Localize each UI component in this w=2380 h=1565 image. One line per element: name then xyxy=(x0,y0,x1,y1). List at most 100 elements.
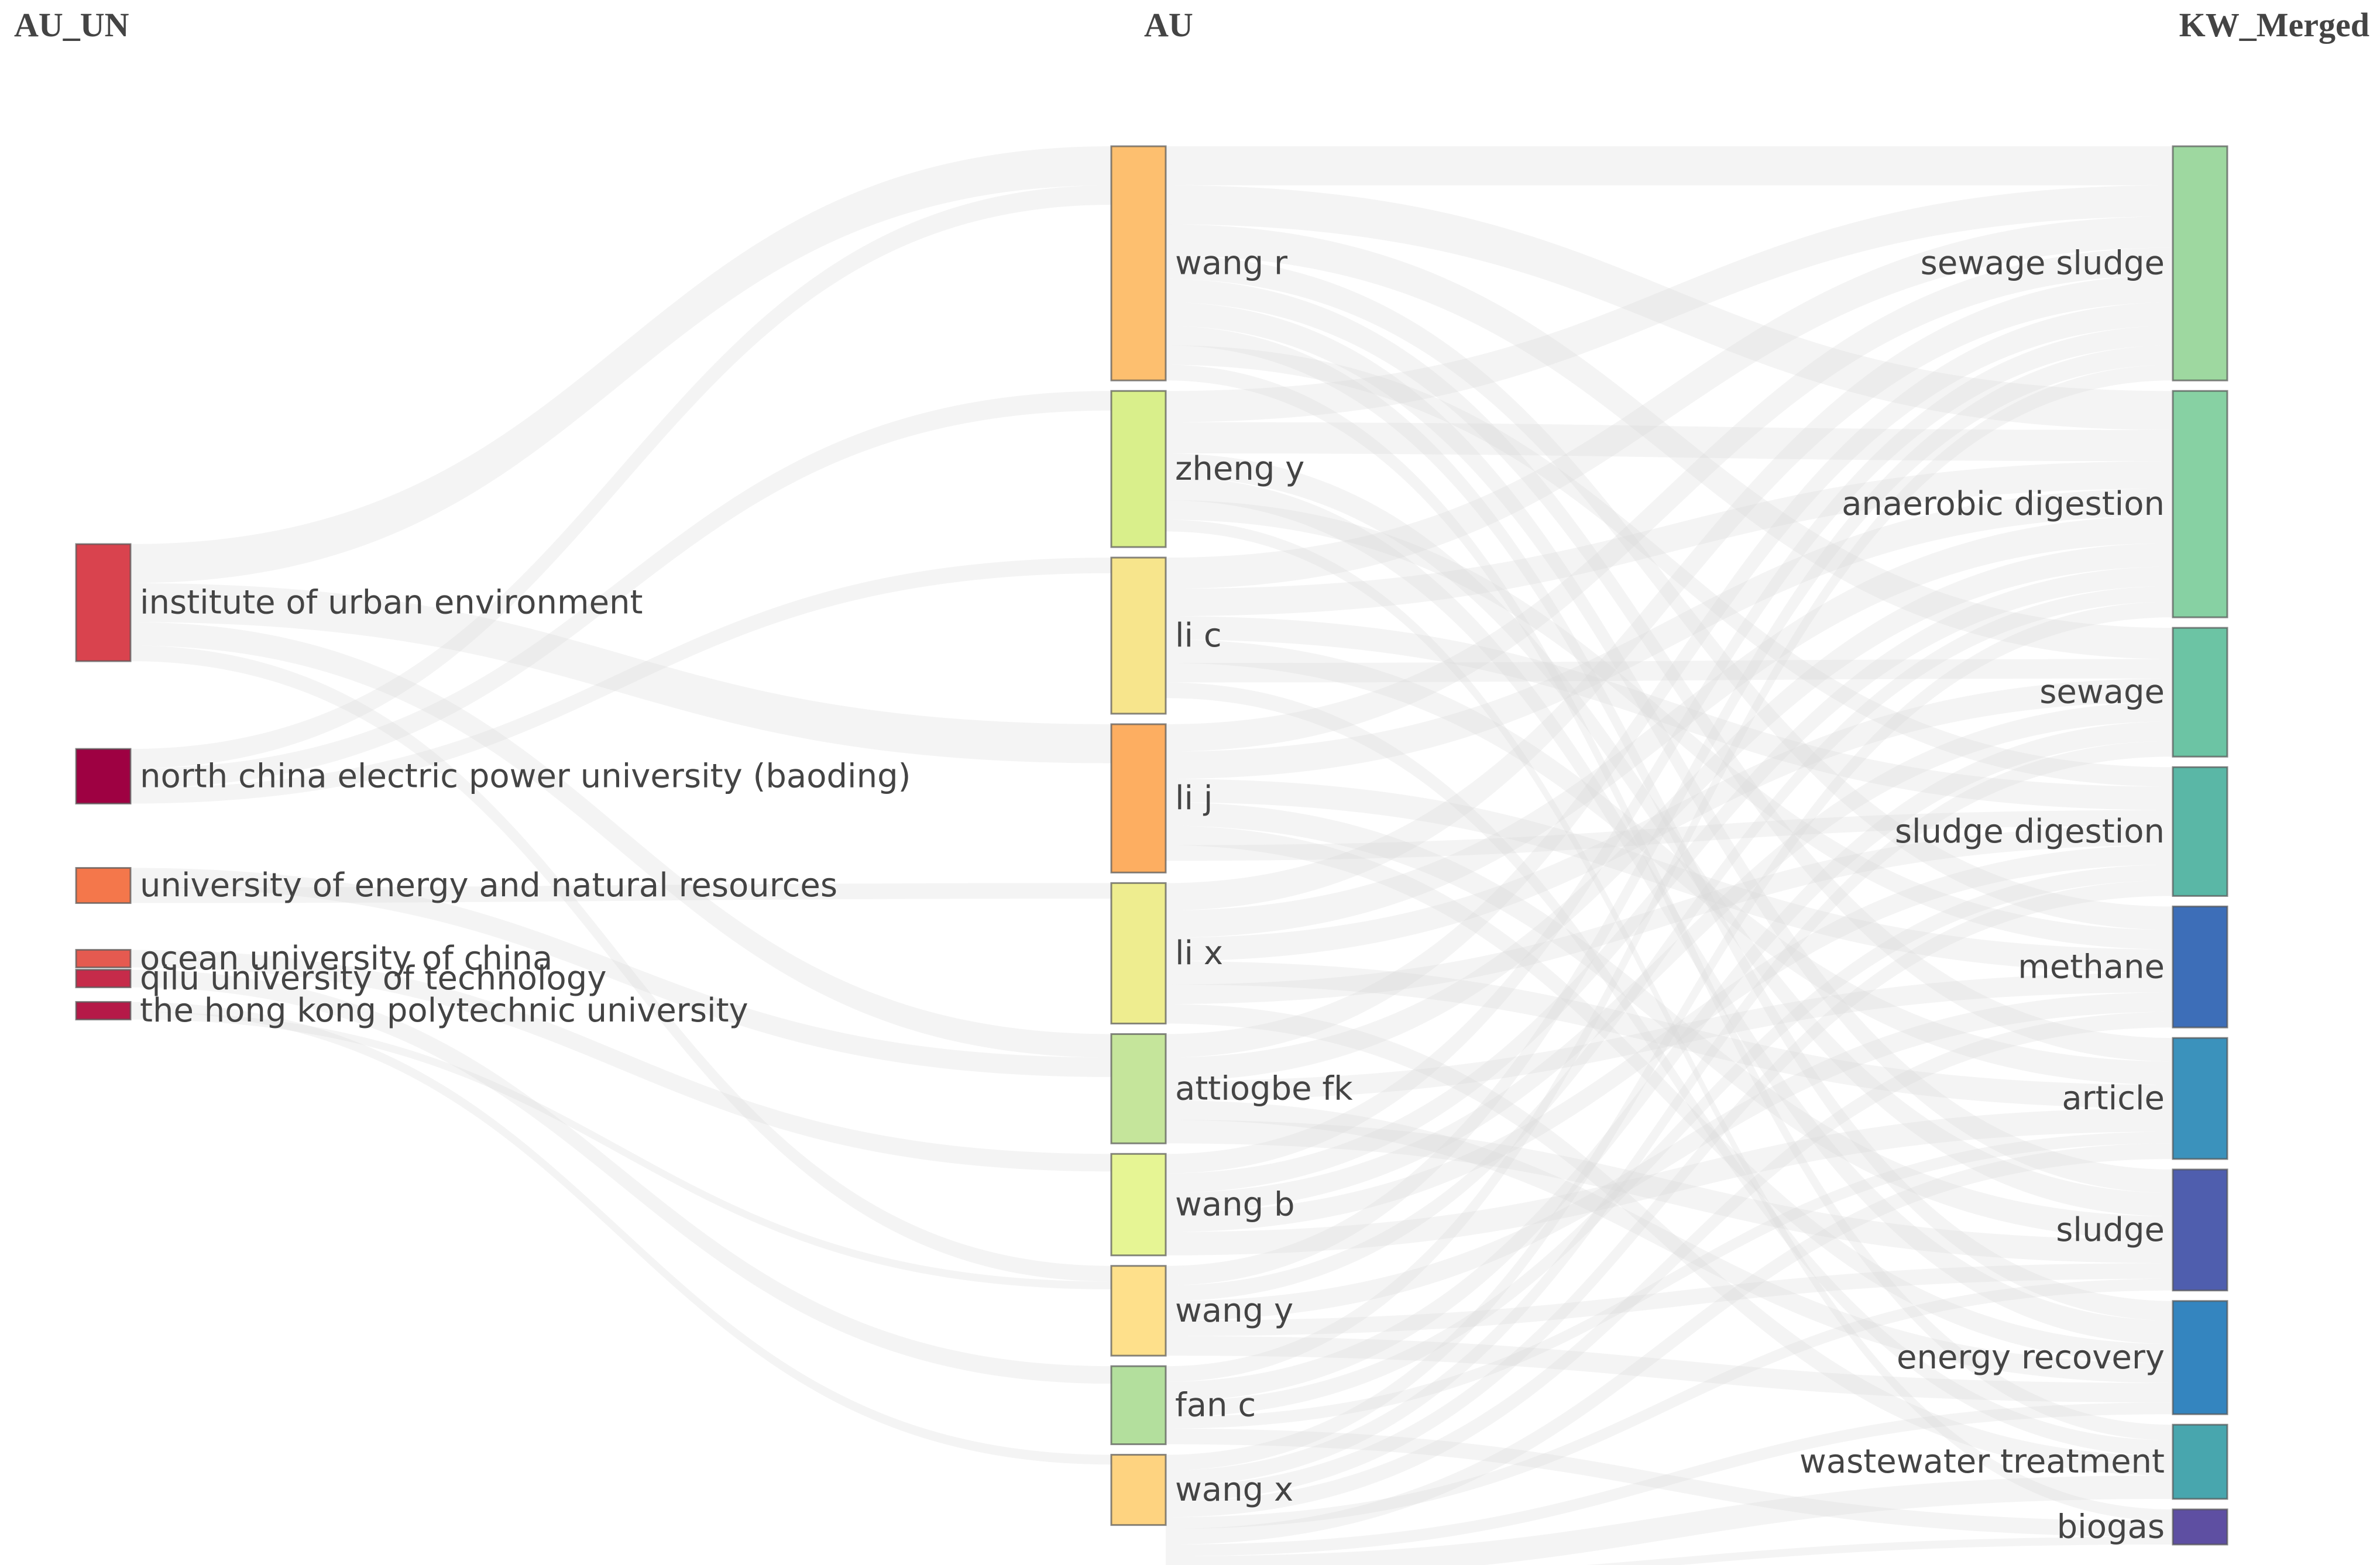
link-north-china-electric-power-university-baoding-to-zheng-y[interactable] xyxy=(130,391,1111,788)
link-wang-b-to-article[interactable] xyxy=(1166,1108,2173,1256)
link-north-china-electric-power-university-baoding-to-li-c[interactable] xyxy=(130,558,1111,804)
node-sludge[interactable] xyxy=(2172,1168,2228,1292)
link-wang-x-to-sewage[interactable] xyxy=(1166,741,2173,1486)
node-qilu-university-of-technology[interactable] xyxy=(75,969,132,989)
node-institute-of-urban-environment[interactable] xyxy=(75,543,132,662)
node-energy-recovery[interactable] xyxy=(2172,1300,2228,1415)
link-wang-b-to-anaerobic-digestion[interactable] xyxy=(1166,566,2173,1193)
node-wang-x[interactable] xyxy=(1110,1454,1167,1526)
link-the-hong-kong-polytechnic-university-to-wang-y[interactable] xyxy=(130,1012,1111,1289)
node-attiogbe-fk[interactable] xyxy=(1110,1033,1167,1144)
link-fan-c-to-sludge-digestion[interactable] xyxy=(1166,865,2173,1417)
node-university-of-energy-and-natural-resources[interactable] xyxy=(75,867,132,904)
link-wang-x-to-sludge-digestion[interactable] xyxy=(1166,880,2173,1502)
node-wang-b[interactable] xyxy=(1110,1153,1167,1257)
link-wang-b-to-sewage[interactable] xyxy=(1166,701,2173,1213)
link-the-hong-kong-polytechnic-university-to-wang-x[interactable] xyxy=(130,1002,1111,1465)
link-wang-x-to-methane[interactable] xyxy=(1166,1012,2173,1518)
link-attiogbe-fk-to-energy-recovery[interactable] xyxy=(1166,1100,2173,1383)
link-li-x-to-sludge-digestion[interactable] xyxy=(1166,826,2173,1005)
link-wang-r-to-energy-recovery[interactable] xyxy=(1166,325,2173,1321)
link-zheng-y-to-methane[interactable] xyxy=(1166,500,2173,950)
node-zheng-y[interactable] xyxy=(1110,390,1167,548)
node-anaerobic-digestion[interactable] xyxy=(2172,390,2228,618)
link-attiogbe-fk-to-anaerobic-digestion[interactable] xyxy=(1166,543,2173,1081)
link-li-x-to-sewage-sludge[interactable] xyxy=(1166,275,2173,911)
link-zheng-y-to-anaerobic-digestion[interactable] xyxy=(1166,422,2173,462)
link-wang-r-to-sludge-digestion[interactable] xyxy=(1166,345,2173,787)
link-fan-c-to-sewage[interactable] xyxy=(1166,721,2173,1402)
link-fan-c-to-biogas[interactable] xyxy=(1166,1428,2173,1537)
link-li-c-to-sewage[interactable] xyxy=(1166,659,2173,683)
link-wang-b-to-sewage-sludge[interactable] xyxy=(1166,325,2173,1174)
link-institute-of-urban-environment-to-wang-y[interactable] xyxy=(130,645,1111,1282)
link-wang-r-to-anaerobic-digestion[interactable] xyxy=(1166,185,2173,430)
node-sewage-sludge[interactable] xyxy=(2172,145,2228,381)
link-wang-x-to-anaerobic-digestion[interactable] xyxy=(1166,601,2173,1471)
node-north-china-electric-power-university-baoding[interactable] xyxy=(75,748,132,805)
link-wang-x-to-wastewater-treatment[interactable] xyxy=(1166,1475,2173,1565)
link-qilu-university-of-technology-to-fan-c[interactable] xyxy=(130,969,1111,1384)
link-wang-r-to-methane[interactable] xyxy=(1166,255,2173,930)
link-fan-c-to-article[interactable] xyxy=(1166,1131,2173,1429)
node-wastewater-treatment[interactable] xyxy=(2172,1423,2228,1500)
link-wang-r-to-wastewater-treatment[interactable] xyxy=(1166,364,2173,1440)
node-li-x[interactable] xyxy=(1110,882,1167,1025)
node-sewage[interactable] xyxy=(2172,627,2228,758)
link-li-c-to-sewage-sludge[interactable] xyxy=(1166,216,2173,589)
link-wang-y-to-methane[interactable] xyxy=(1166,992,2173,1321)
link-attiogbe-fk-to-sewage-sludge[interactable] xyxy=(1166,302,2173,1058)
link-wang-r-to-sewage-sludge[interactable] xyxy=(1166,146,2173,185)
link-zheng-y-to-energy-recovery[interactable] xyxy=(1166,476,2173,1344)
link-li-j-to-sludge-digestion[interactable] xyxy=(1166,810,2173,861)
link-li-c-to-sludge-digestion[interactable] xyxy=(1166,616,2173,810)
link-li-x-to-article[interactable] xyxy=(1166,961,2173,1109)
link-attiogbe-fk-to-sludge[interactable] xyxy=(1166,1120,2173,1264)
link-institute-of-urban-environment-to-li-j[interactable] xyxy=(130,583,1111,763)
link-zheng-y-to-biogas[interactable] xyxy=(1166,520,2173,1521)
link-wang-y-to-anaerobic-digestion[interactable] xyxy=(1166,586,2173,1301)
node-li-j[interactable] xyxy=(1110,723,1167,873)
link-li-j-to-methane[interactable] xyxy=(1166,779,2173,973)
link-wang-y-to-energy-recovery[interactable] xyxy=(1166,1336,2173,1403)
link-wang-r-to-article[interactable] xyxy=(1166,278,2173,1062)
link-wang-x-to-article[interactable] xyxy=(1166,1143,2173,1545)
link-li-x-to-sewage[interactable] xyxy=(1166,678,2173,961)
link-li-x-to-wastewater-treatment[interactable] xyxy=(1166,1004,2173,1475)
node-the-hong-kong-polytechnic-university[interactable] xyxy=(75,1001,132,1021)
link-institute-of-urban-environment-to-wang-r[interactable] xyxy=(130,146,1111,583)
link-li-j-to-energy-recovery[interactable] xyxy=(1166,826,2173,1364)
link-wang-r-to-sludge[interactable] xyxy=(1166,302,2173,1193)
link-university-of-energy-and-natural-resources-to-attiogbe-fk[interactable] xyxy=(130,868,1111,1077)
link-li-x-to-anaerobic-digestion[interactable] xyxy=(1166,515,2173,938)
link-wang-y-to-sewage-sludge[interactable] xyxy=(1166,345,2173,1286)
link-zheng-y-to-sewage-sludge[interactable] xyxy=(1166,185,2173,422)
link-north-china-electric-power-university-baoding-to-wang-r[interactable] xyxy=(130,185,1111,769)
node-sludge-digestion[interactable] xyxy=(2172,766,2228,897)
node-article[interactable] xyxy=(2172,1037,2228,1160)
node-biogas[interactable] xyxy=(2172,1508,2228,1546)
link-attiogbe-fk-to-methane[interactable] xyxy=(1166,972,2173,1100)
link-wang-x-to-energy-recovery[interactable] xyxy=(1166,1402,2173,1557)
node-methane[interactable] xyxy=(2172,905,2228,1029)
link-zheng-y-to-sludge[interactable] xyxy=(1166,453,2173,1217)
link-wang-y-to-sludge[interactable] xyxy=(1166,1263,2173,1336)
link-university-of-energy-and-natural-resources-to-li-x[interactable] xyxy=(130,883,1111,903)
node-wang-r[interactable] xyxy=(1110,145,1167,381)
link-li-c-to-wastewater-treatment[interactable] xyxy=(1166,682,2173,1456)
node-ocean-university-of-china[interactable] xyxy=(75,949,132,969)
node-wang-y[interactable] xyxy=(1110,1265,1167,1357)
link-li-j-to-sludge[interactable] xyxy=(1166,802,2173,1240)
link-fan-c-to-sewage-sludge[interactable] xyxy=(1166,364,2173,1382)
link-li-j-to-anaerobic-digestion[interactable] xyxy=(1166,489,2173,779)
link-li-j-to-sewage-sludge[interactable] xyxy=(1166,247,2173,752)
link-wang-x-to-biogas[interactable] xyxy=(1166,1536,2173,1565)
link-wang-x-to-sludge[interactable] xyxy=(1166,1278,2173,1529)
link-wang-b-to-sludge-digestion[interactable] xyxy=(1166,845,2173,1232)
node-fan-c[interactable] xyxy=(1110,1365,1167,1446)
link-li-c-to-article[interactable] xyxy=(1166,639,2173,1085)
link-wang-r-to-sewage[interactable] xyxy=(1166,224,2173,659)
link-li-c-to-anaerobic-digestion[interactable] xyxy=(1166,461,2173,617)
node-li-c[interactable] xyxy=(1110,556,1167,715)
link-institute-of-urban-environment-to-attiogbe-fk[interactable] xyxy=(130,622,1111,1058)
